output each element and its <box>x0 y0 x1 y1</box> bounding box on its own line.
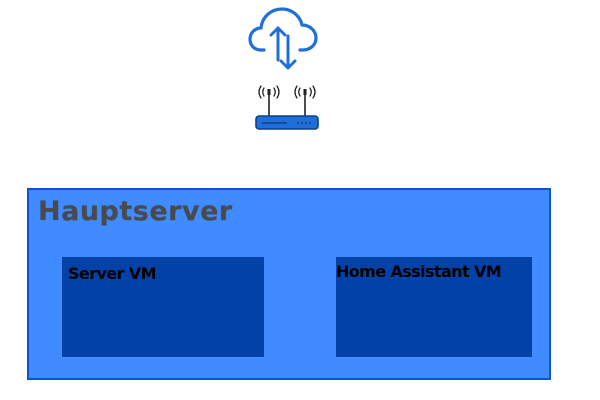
internet-cloud-icon <box>248 4 320 72</box>
cloud-upload-download-icon <box>248 7 318 70</box>
server-vm-box: Server VM <box>62 257 264 357</box>
wifi-router-icon <box>255 85 319 130</box>
router <box>253 82 321 134</box>
server-vm-label: Server VM <box>68 264 157 283</box>
main-server-box: Hauptserver Server VM Home Assistant VM <box>27 188 551 380</box>
main-server-title: Hauptserver <box>38 196 233 227</box>
home-assistant-vm-box: Home Assistant VM <box>336 257 532 357</box>
home-assistant-vm-label: Home Assistant VM <box>336 262 502 281</box>
